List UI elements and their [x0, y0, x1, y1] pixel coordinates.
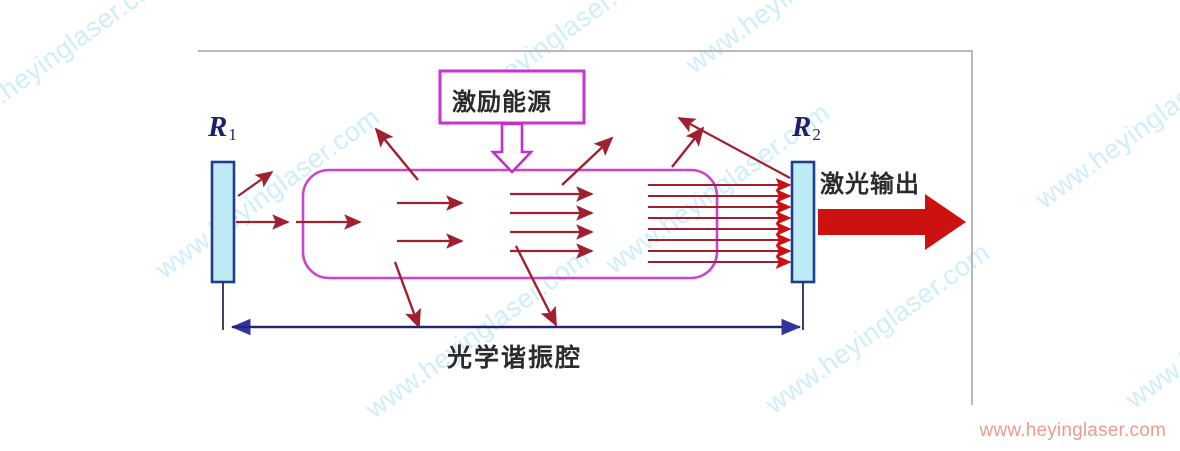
mirror-r2-label: R2 [792, 111, 821, 144]
pump-source-label: 激励能源 [452, 88, 552, 116]
ray-group-middle-short [397, 195, 464, 249]
optical-cavity-label: 光学谐振腔 [447, 343, 583, 372]
ray-scatter-r2-long-up-left [677, 117, 791, 179]
mirror-r2 [790, 160, 816, 330]
ray-bundle-to-r2 [648, 178, 792, 269]
ray-group-center [510, 186, 594, 259]
mirror-r1-label: R1 [208, 111, 237, 144]
mirror-r2-symbol: R [792, 111, 812, 143]
ray-r1-diagonal-up [237, 170, 274, 197]
mirror-r1-symbol: R [208, 111, 228, 143]
ray-scatter-down-right [514, 245, 558, 327]
mirror-r2-subscript: 2 [812, 125, 821, 144]
ray-scatter-up-left [374, 127, 419, 181]
ray-scatter-up-right-1 [561, 136, 614, 186]
ray-scatter-down-left [393, 261, 421, 329]
laser-output-label: 激光输出 [820, 170, 920, 198]
frame-top-line [198, 50, 973, 52]
pump-source-box [438, 69, 586, 125]
frame-right-line [971, 50, 973, 405]
ray-scatter-up-right-2 [671, 126, 705, 168]
mirror-r1 [210, 160, 236, 330]
pump-down-arrow-icon [489, 122, 535, 174]
footer-website-url: www.heyinglaser.com [979, 420, 1166, 441]
mirror-r1-subscript: 1 [228, 125, 237, 144]
laser-output-arrow [818, 194, 966, 250]
